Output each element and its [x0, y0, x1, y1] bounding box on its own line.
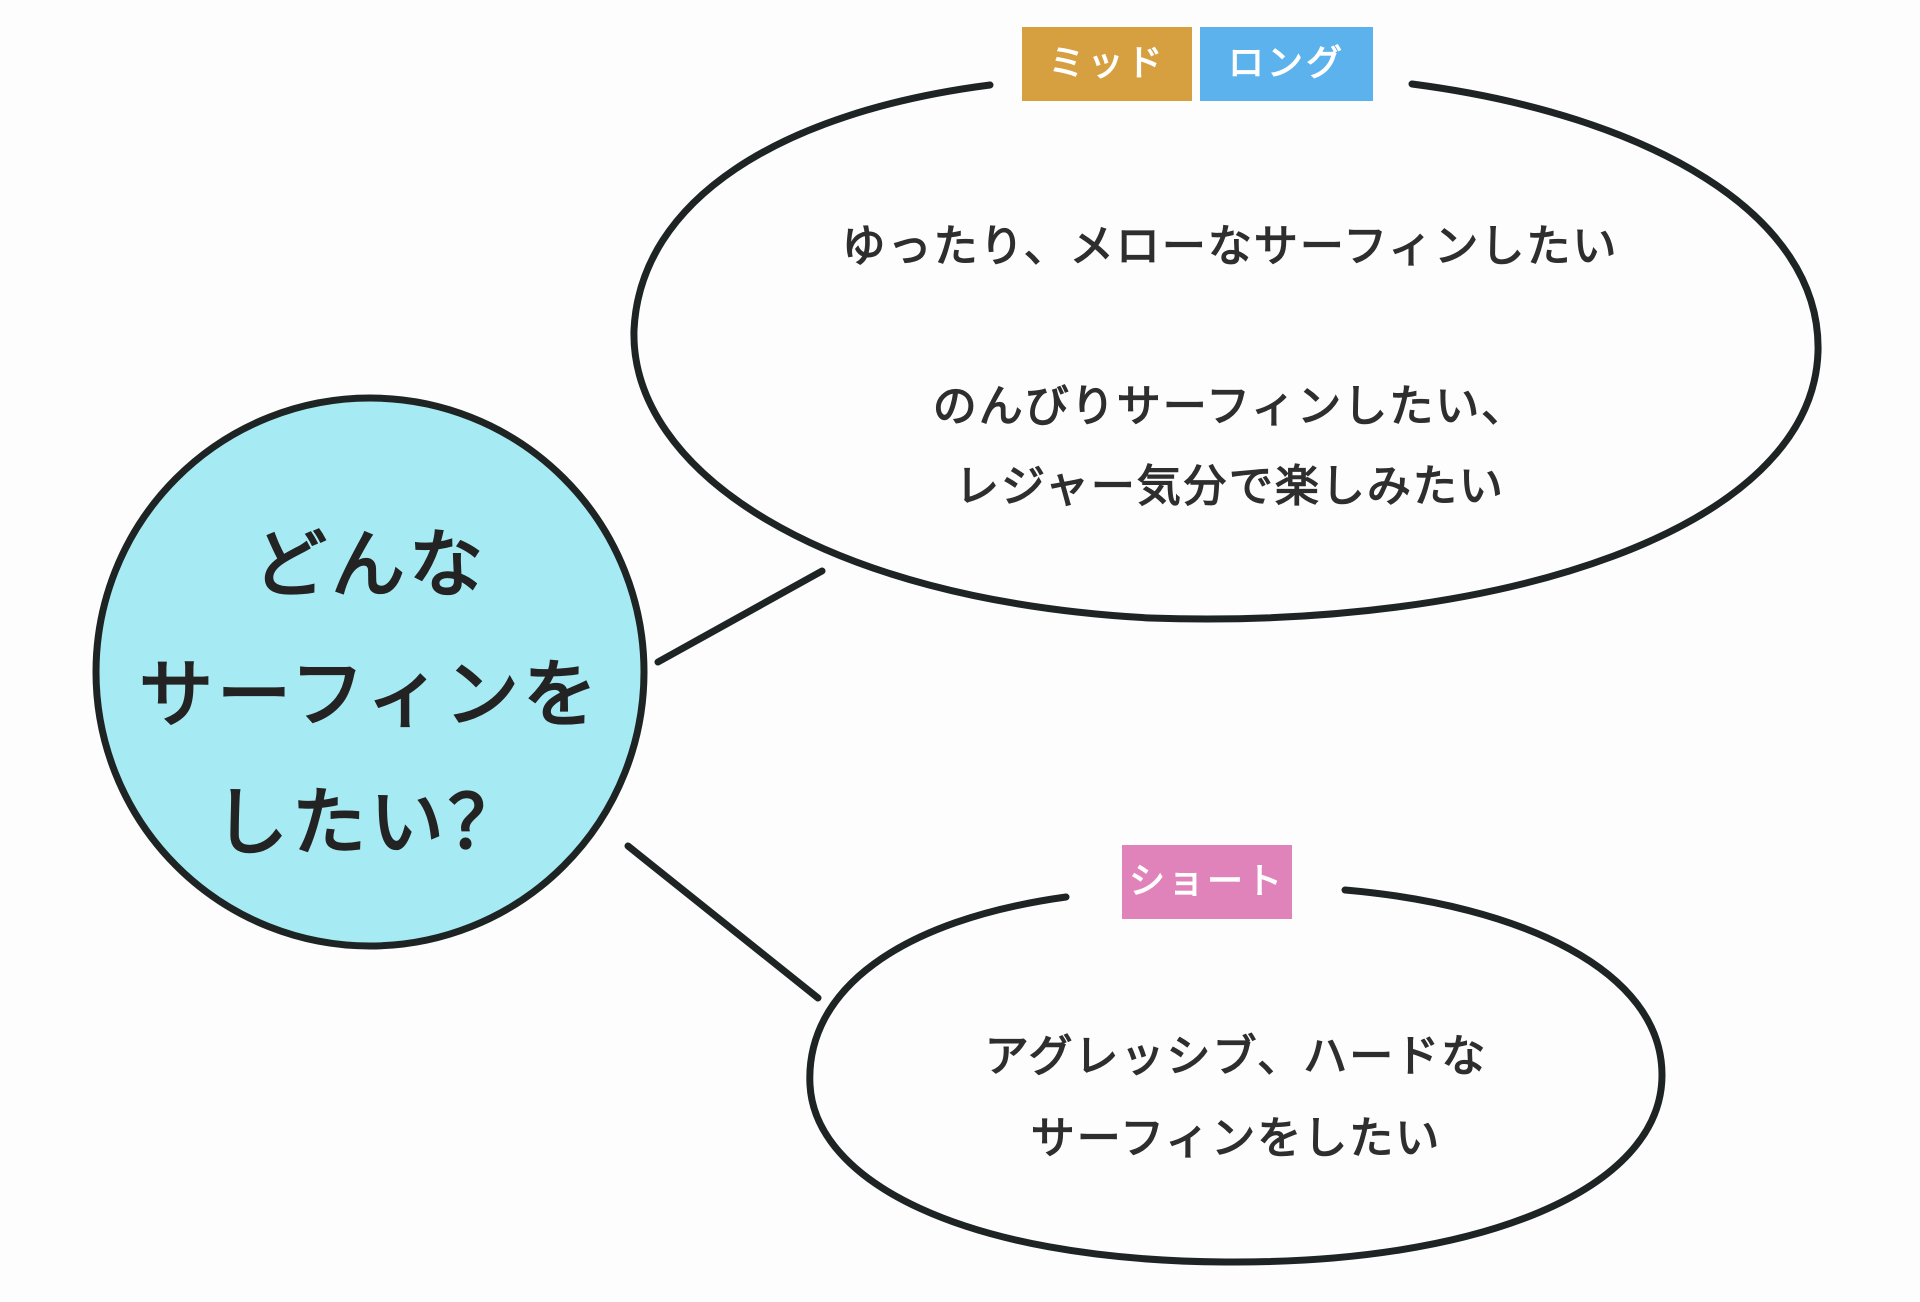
bottom-bubble-text-2: サーフィンをしたい	[1030, 1113, 1442, 1164]
top-bubble-text-2: のんびりサーフィンしたい、	[932, 381, 1528, 432]
connector-bottom	[624, 842, 822, 1002]
tag-long: ロング	[1200, 27, 1373, 101]
center-text-line-3: したい？	[214, 780, 526, 866]
connector-top	[654, 567, 826, 666]
bottom-bubble-outline	[806, 886, 1666, 1266]
bottom-bubble-text-1: アグレッシブ、ハードな	[984, 1031, 1488, 1082]
top-bubble-outline	[630, 80, 1822, 623]
center-circle	[92, 394, 648, 950]
tag-short: ショート	[1122, 845, 1292, 919]
tag-mid: ミッド	[1022, 27, 1192, 101]
center-text-line-1: どんな	[253, 522, 487, 608]
top-bubble-text-3: レジャー気分で楽しみたい	[955, 461, 1505, 512]
top-bubble-text-1: ゆったり、メローなサーフィンしたい	[841, 221, 1619, 272]
center-text-line-2: サーフィンを	[138, 652, 602, 738]
